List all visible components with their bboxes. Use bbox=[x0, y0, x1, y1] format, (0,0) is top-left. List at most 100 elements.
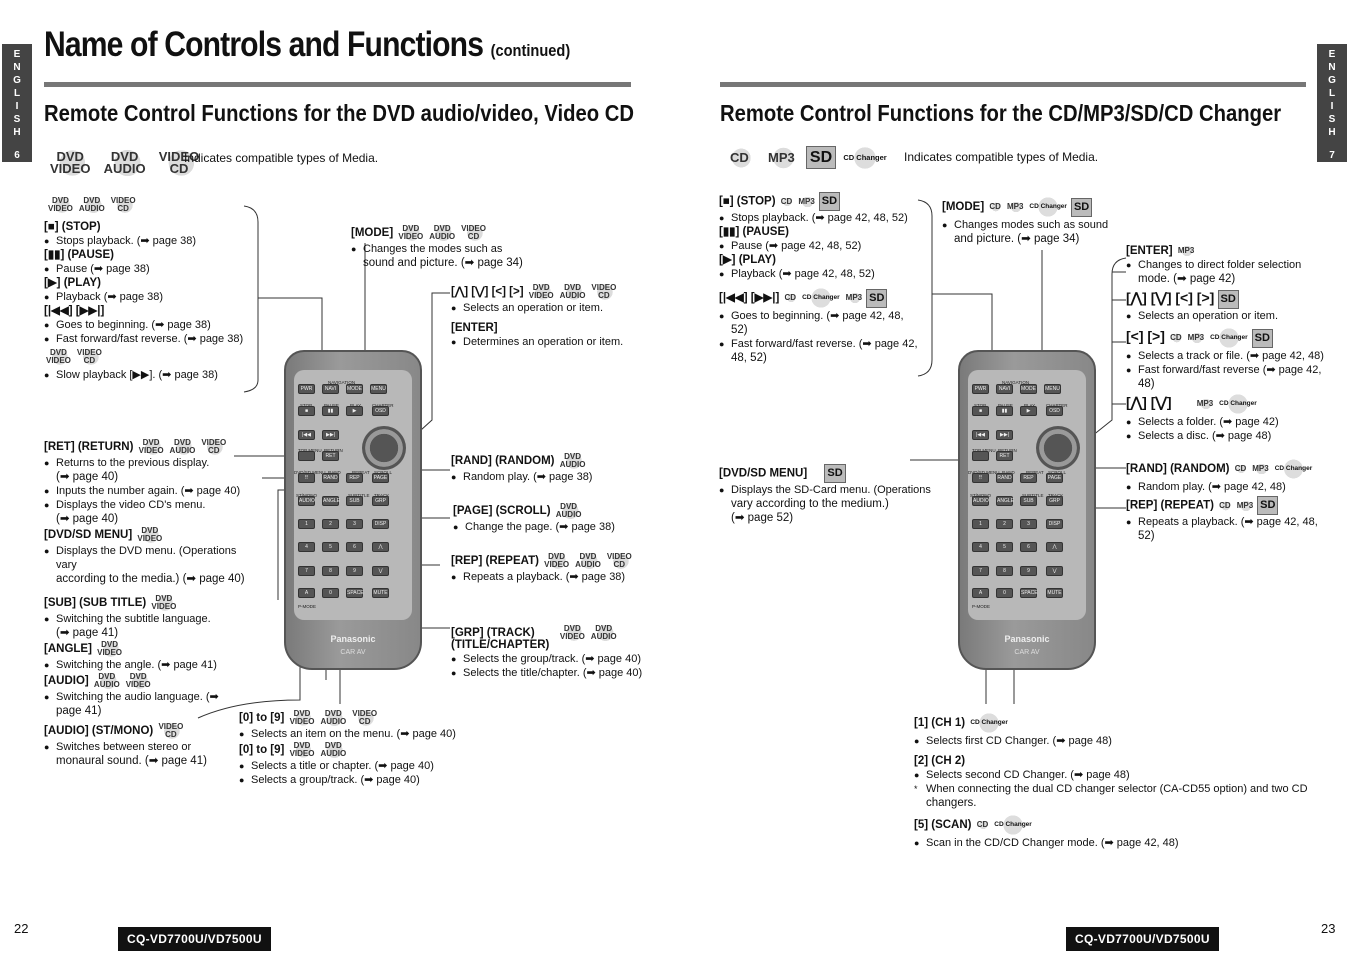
cd-badge: CD bbox=[722, 146, 757, 169]
brand-sub: CAR AV bbox=[1014, 649, 1040, 656]
angle-desc: Switching the angle. (➡ page 41) bbox=[44, 658, 259, 672]
dvdsd-label: [DVD/SD MENU] bbox=[44, 529, 133, 542]
chapter-number: 6 bbox=[14, 150, 20, 161]
ret-label: [RET] (RETURN) bbox=[44, 441, 134, 454]
n1-desc: Selects an item on the menu. (➡ page 40) bbox=[239, 727, 469, 741]
grp-label: [GRP] (TRACK) bbox=[451, 627, 535, 640]
skip-desc-2b: 48, 52) bbox=[731, 352, 767, 364]
legend-text: Indicates compatible types of Media. bbox=[184, 151, 379, 165]
mp3-badge: MP3 bbox=[761, 146, 801, 169]
play-label: [▶] (PLAY) bbox=[719, 254, 776, 266]
rep-label: [REP] (REPEAT) bbox=[451, 555, 539, 568]
angle-label: [ANGLE] bbox=[44, 643, 92, 656]
title-rule-left bbox=[44, 82, 631, 87]
ret-desc-1: Returns to the previous display. bbox=[44, 456, 259, 470]
rand-label: [RAND] (RANDOM) bbox=[1126, 463, 1230, 476]
n2-desc-1: Selects a title or chapter. (➡ page 40) bbox=[239, 759, 469, 773]
dvdsd-desc: Displays the DVD menu. (Operations vary bbox=[44, 544, 259, 572]
pause-desc: Pause (➡ page 38) bbox=[44, 262, 254, 276]
skip-label: [|◀◀] [▶▶|] bbox=[44, 305, 105, 317]
play-desc: Playback (➡ page 38) bbox=[44, 290, 254, 304]
page-desc: Change the page. (➡ page 38) bbox=[453, 520, 653, 534]
page-label: [PAGE] (SCROLL) bbox=[453, 505, 551, 518]
arrows-desc: Selects an operation or item. bbox=[1126, 309, 1331, 323]
dvdsd-desc: Displays the SD-Card menu. (Operations bbox=[719, 483, 934, 497]
ret-desc-3b: (➡ page 40) bbox=[56, 513, 119, 525]
subtitle-label: [SUB] (SUB TITLE) bbox=[44, 597, 147, 610]
dvdsd-label: [DVD/SD MENU] bbox=[719, 467, 808, 480]
skip-desc-2: Fast forward/fast reverse. (➡ page 42, bbox=[719, 337, 929, 351]
n2-label: [0] to [9] bbox=[239, 744, 285, 757]
brand-logo: Panasonic bbox=[1004, 634, 1050, 644]
rand-desc: Random play. (➡ page 42, 48) bbox=[1126, 480, 1331, 494]
rep-desc-b: 52) bbox=[1138, 530, 1155, 542]
mode-desc-b: and picture. (➡ page 34) bbox=[954, 233, 1080, 245]
ch2-note: When connecting the dual CD changer sele… bbox=[914, 782, 1314, 796]
enter-desc-b: mode. (➡ page 42) bbox=[1138, 273, 1236, 285]
lr-desc-1: Selects a track or file. (➡ page 42, 48) bbox=[1126, 349, 1331, 363]
rep-desc: Repeats a playback. (➡ page 42, 48, bbox=[1126, 515, 1331, 529]
rand-label: [RAND] (RANDOM) bbox=[451, 455, 555, 468]
right-heading: Remote Control Functions for the CD/MP3/… bbox=[720, 100, 1282, 126]
skip-desc-1: Goes to beginning. (➡ page 38) bbox=[44, 318, 254, 332]
right-dvdsd-block: [DVD/SD MENU] SD Displays the SD-Card me… bbox=[719, 464, 934, 525]
enter-desc: Changes to direct folder selection bbox=[1126, 258, 1331, 272]
cd-changer-badge: CD Changer bbox=[841, 146, 889, 169]
arrows-desc: Selects an operation or item. bbox=[451, 301, 651, 315]
enter-label: [ENTER] bbox=[1126, 245, 1173, 257]
brand-logo: Panasonic bbox=[330, 634, 376, 644]
stop-desc: Stops playback. (➡ page 38) bbox=[44, 234, 254, 248]
play-label: [▶] (PLAY) bbox=[44, 277, 101, 289]
mode-desc: Changes the modes such as bbox=[351, 242, 531, 256]
dvdsd-desc-b: vary according to the medium.) bbox=[731, 498, 889, 510]
skip-desc-2: Fast forward/fast reverse. (➡ page 38) bbox=[44, 332, 254, 346]
ch2-label: [2] (CH 2) bbox=[914, 755, 966, 767]
subtitle-desc: Switching the subtitle language. bbox=[44, 612, 259, 626]
legend-text: Indicates compatible types of Media. bbox=[904, 150, 1099, 164]
chapter-number: 7 bbox=[1329, 150, 1335, 161]
audio-label: [AUDIO] bbox=[44, 675, 89, 688]
skip-label: [|◀◀] [▶▶|] bbox=[719, 292, 780, 305]
title-rule-right bbox=[720, 82, 1306, 87]
grp-desc-2: Selects the title/chapter. (➡ page 40) bbox=[451, 666, 651, 680]
sd-badge: SD bbox=[805, 146, 837, 169]
joystick-dial bbox=[362, 426, 406, 470]
grp-label-2: (TITLE/CHAPTER) bbox=[451, 639, 550, 651]
rand-desc: Random play. (➡ page 38) bbox=[451, 470, 651, 484]
scan-desc: Scan in the CD/CD Changer mode. (➡ page … bbox=[914, 836, 1314, 850]
audio-desc: Switching the audio language. (➡ bbox=[44, 690, 259, 704]
page-number-left: 22 bbox=[14, 921, 29, 936]
skip-desc-1b: 52) bbox=[731, 324, 748, 336]
brand-sub: CAR AV bbox=[340, 649, 366, 656]
left-playback-block: [■] (STOP) Stops playback. (➡ page 38) [… bbox=[44, 220, 254, 382]
scan-label: [5] (SCAN) bbox=[914, 819, 972, 832]
ch2-desc: Selects second CD Changer. (➡ page 48) bbox=[914, 768, 1314, 782]
page-title: Name of Controls and Functions (continue… bbox=[44, 25, 571, 64]
ch2-note-b: changers. bbox=[926, 797, 977, 809]
stmono-label: [AUDIO] (ST/MONO) bbox=[44, 725, 154, 738]
pause-label: [▮▮] (PAUSE) bbox=[719, 226, 789, 238]
stop-label: [■] (STOP) bbox=[719, 195, 776, 208]
ud-desc-2: Selects a disc. (➡ page 48) bbox=[1126, 429, 1331, 443]
joystick-dial bbox=[1036, 426, 1080, 470]
mode-label: [MODE] bbox=[351, 227, 394, 240]
stop-label: [■] (STOP) bbox=[44, 221, 101, 233]
